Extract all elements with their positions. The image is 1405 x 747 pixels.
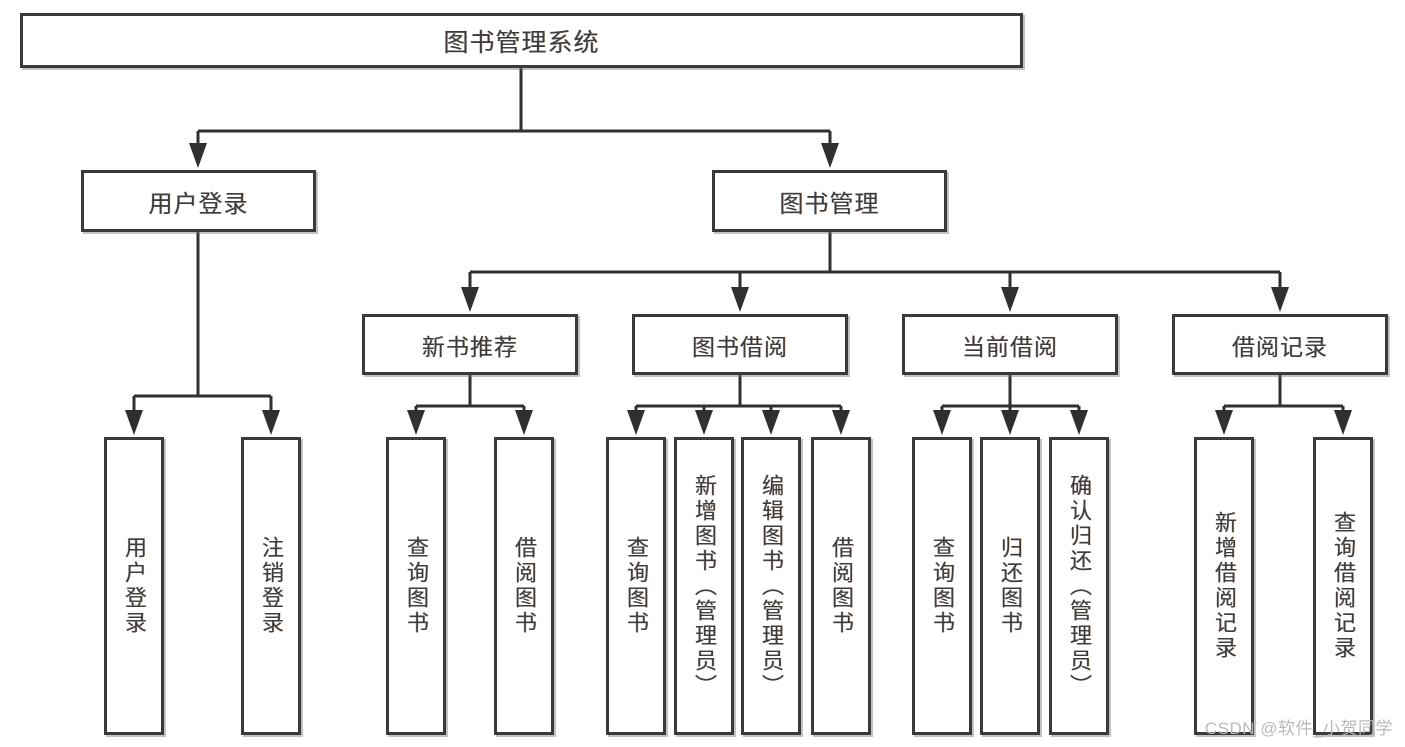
csdn-watermark: CSDN @软件_小贺同学 <box>1204 719 1393 738</box>
node-user-login[interactable]: 用户登录 <box>81 170 316 232</box>
leaf-user-login-logout[interactable]: 注销登录 <box>241 437 301 735</box>
node-new-book-recommend[interactable]: 新书推荐 <box>362 314 578 375</box>
node-label: 图书管理系统 <box>443 28 600 57</box>
node-label: 编辑图书（管理员） <box>758 473 784 699</box>
leaf-book-borrow-borrow-book[interactable]: 借阅图书 <box>811 437 871 735</box>
node-book-management[interactable]: 图书管理 <box>712 170 947 232</box>
leaf-new-book-borrow-book[interactable]: 借阅图书 <box>494 437 554 735</box>
node-label: 归还图书 <box>997 536 1023 636</box>
leaf-borrow-record-query-record[interactable]: 查询借阅记录 <box>1313 437 1373 735</box>
node-label: 新增图书（管理员） <box>691 473 717 699</box>
node-current-borrow[interactable]: 当前借阅 <box>902 314 1118 375</box>
node-root-library-management-system[interactable]: 图书管理系统 <box>20 13 1023 68</box>
node-label: 图书管理 <box>779 190 880 218</box>
node-label: 借阅记录 <box>1232 333 1328 360</box>
leaf-borrow-record-add-record[interactable]: 新增借阅记录 <box>1194 437 1254 735</box>
leaf-new-book-query-book[interactable]: 查询图书 <box>386 437 446 735</box>
node-label: 查询图书 <box>403 536 429 636</box>
node-label: 查询借阅记录 <box>1330 511 1356 661</box>
node-label: 新增借阅记录 <box>1211 511 1237 661</box>
node-borrow-record[interactable]: 借阅记录 <box>1172 314 1388 375</box>
node-label: 借阅图书 <box>828 536 854 636</box>
node-label: 用户登录 <box>148 190 249 218</box>
node-label: 查询图书 <box>929 536 955 636</box>
node-label: 当前借阅 <box>962 333 1058 360</box>
node-label: 图书借阅 <box>692 333 788 360</box>
leaf-book-borrow-query-book[interactable]: 查询图书 <box>606 437 666 735</box>
leaf-user-login-login[interactable]: 用户登录 <box>104 437 164 735</box>
leaf-current-borrow-confirm-return-admin[interactable]: 确认归还（管理员） <box>1049 437 1109 735</box>
node-label: 注销登录 <box>258 536 284 636</box>
leaf-book-borrow-edit-book-admin[interactable]: 编辑图书（管理员） <box>741 437 801 735</box>
node-label: 借阅图书 <box>511 536 537 636</box>
leaf-book-borrow-add-book-admin[interactable]: 新增图书（管理员） <box>674 437 734 735</box>
node-label: 用户登录 <box>121 536 147 636</box>
node-label: 查询图书 <box>623 536 649 636</box>
node-book-borrow[interactable]: 图书借阅 <box>632 314 848 375</box>
leaf-current-borrow-query-book[interactable]: 查询图书 <box>912 437 972 735</box>
node-label: 新书推荐 <box>422 333 518 360</box>
leaf-current-borrow-return-book[interactable]: 归还图书 <box>980 437 1040 735</box>
node-label: 确认归还（管理员） <box>1066 473 1092 699</box>
